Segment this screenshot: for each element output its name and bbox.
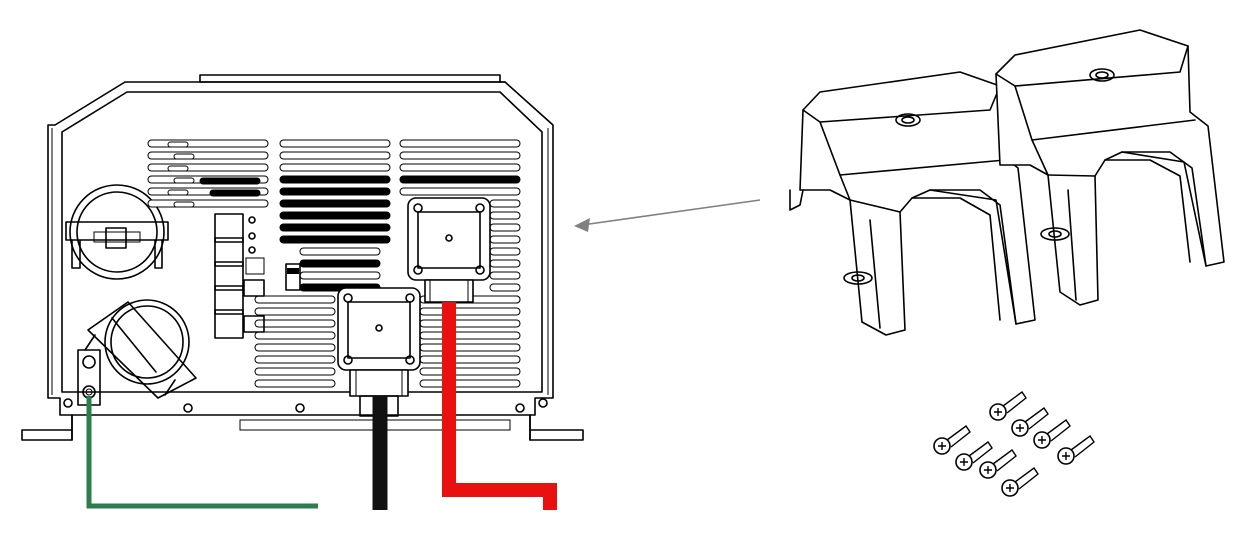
terminal-cover-right xyxy=(995,29,1225,306)
vent-slot xyxy=(489,235,521,244)
vent-slot xyxy=(399,163,521,172)
vent-slot xyxy=(254,343,336,352)
vent-slot xyxy=(279,175,391,184)
vent-slot xyxy=(167,141,189,148)
dc-positive-terminal xyxy=(407,197,491,303)
vent-slot xyxy=(419,355,521,364)
vent-slot xyxy=(419,307,521,316)
vent-slot xyxy=(147,139,269,148)
screw xyxy=(1001,467,1039,497)
positive-wire xyxy=(442,302,557,510)
screw xyxy=(955,441,993,471)
screw xyxy=(1011,407,1049,437)
vent-slot xyxy=(489,211,521,220)
vent-slot xyxy=(279,235,391,244)
vent-slot xyxy=(489,271,521,280)
vent-slot xyxy=(489,247,521,256)
vent-slot xyxy=(254,367,336,376)
screw xyxy=(1057,435,1095,465)
screw xyxy=(989,391,1027,421)
pointer-arrow xyxy=(574,199,761,232)
vent-slot xyxy=(254,319,336,328)
vent-slot xyxy=(254,295,336,304)
screw xyxy=(1033,419,1071,449)
screw xyxy=(979,449,1017,479)
inverter-housing xyxy=(47,81,554,416)
ground-wire xyxy=(86,396,318,509)
vent-slot xyxy=(279,151,391,160)
vent-slot xyxy=(279,223,391,232)
screw xyxy=(933,425,971,455)
vent-slot xyxy=(279,187,391,196)
ac-knockout-upper xyxy=(65,184,169,280)
vent-slot xyxy=(279,211,391,220)
vent-slot xyxy=(279,199,391,208)
vent-slot xyxy=(167,165,189,172)
vent-slot xyxy=(489,259,521,268)
vent-slot xyxy=(279,139,391,148)
vent-slot xyxy=(147,199,269,208)
vent-slot xyxy=(199,177,261,185)
ac-knockout-lower xyxy=(84,299,197,399)
vent-slot xyxy=(489,223,521,232)
vent-slot xyxy=(419,319,521,328)
vent-slot xyxy=(254,379,336,388)
vent-slot xyxy=(399,151,521,160)
vent-slot xyxy=(279,163,391,172)
vent-slot xyxy=(299,271,381,280)
vent-slot xyxy=(399,187,521,196)
vent-slot xyxy=(299,247,381,256)
vent-slot xyxy=(399,139,521,148)
vent-slot xyxy=(489,283,521,292)
mounting-flange xyxy=(21,414,584,441)
housing-screws xyxy=(63,398,548,413)
vent-slot xyxy=(173,153,195,160)
vent-slot xyxy=(147,151,269,160)
vent-slot xyxy=(419,343,521,352)
vent-slot xyxy=(167,189,189,196)
vent-slot xyxy=(419,367,521,376)
vent-slot xyxy=(147,163,269,172)
inverter-unit xyxy=(21,74,584,441)
vent-slot xyxy=(489,199,521,208)
wires xyxy=(86,302,557,510)
vent-slot xyxy=(254,307,336,316)
vent-slot xyxy=(173,177,195,184)
vent-slot xyxy=(254,331,336,340)
switch xyxy=(285,263,301,291)
vent-slot xyxy=(299,259,381,268)
vent-slot xyxy=(419,379,521,388)
dc-negative-terminal xyxy=(337,287,421,397)
vent-slot xyxy=(419,331,521,340)
comm-ports xyxy=(214,213,265,339)
screw-set xyxy=(933,391,1095,497)
vent-slot xyxy=(399,175,521,184)
ventilation-slots xyxy=(147,139,521,388)
vent-slot xyxy=(254,355,336,364)
vent-slot xyxy=(209,189,261,197)
vent-slot xyxy=(173,201,195,208)
